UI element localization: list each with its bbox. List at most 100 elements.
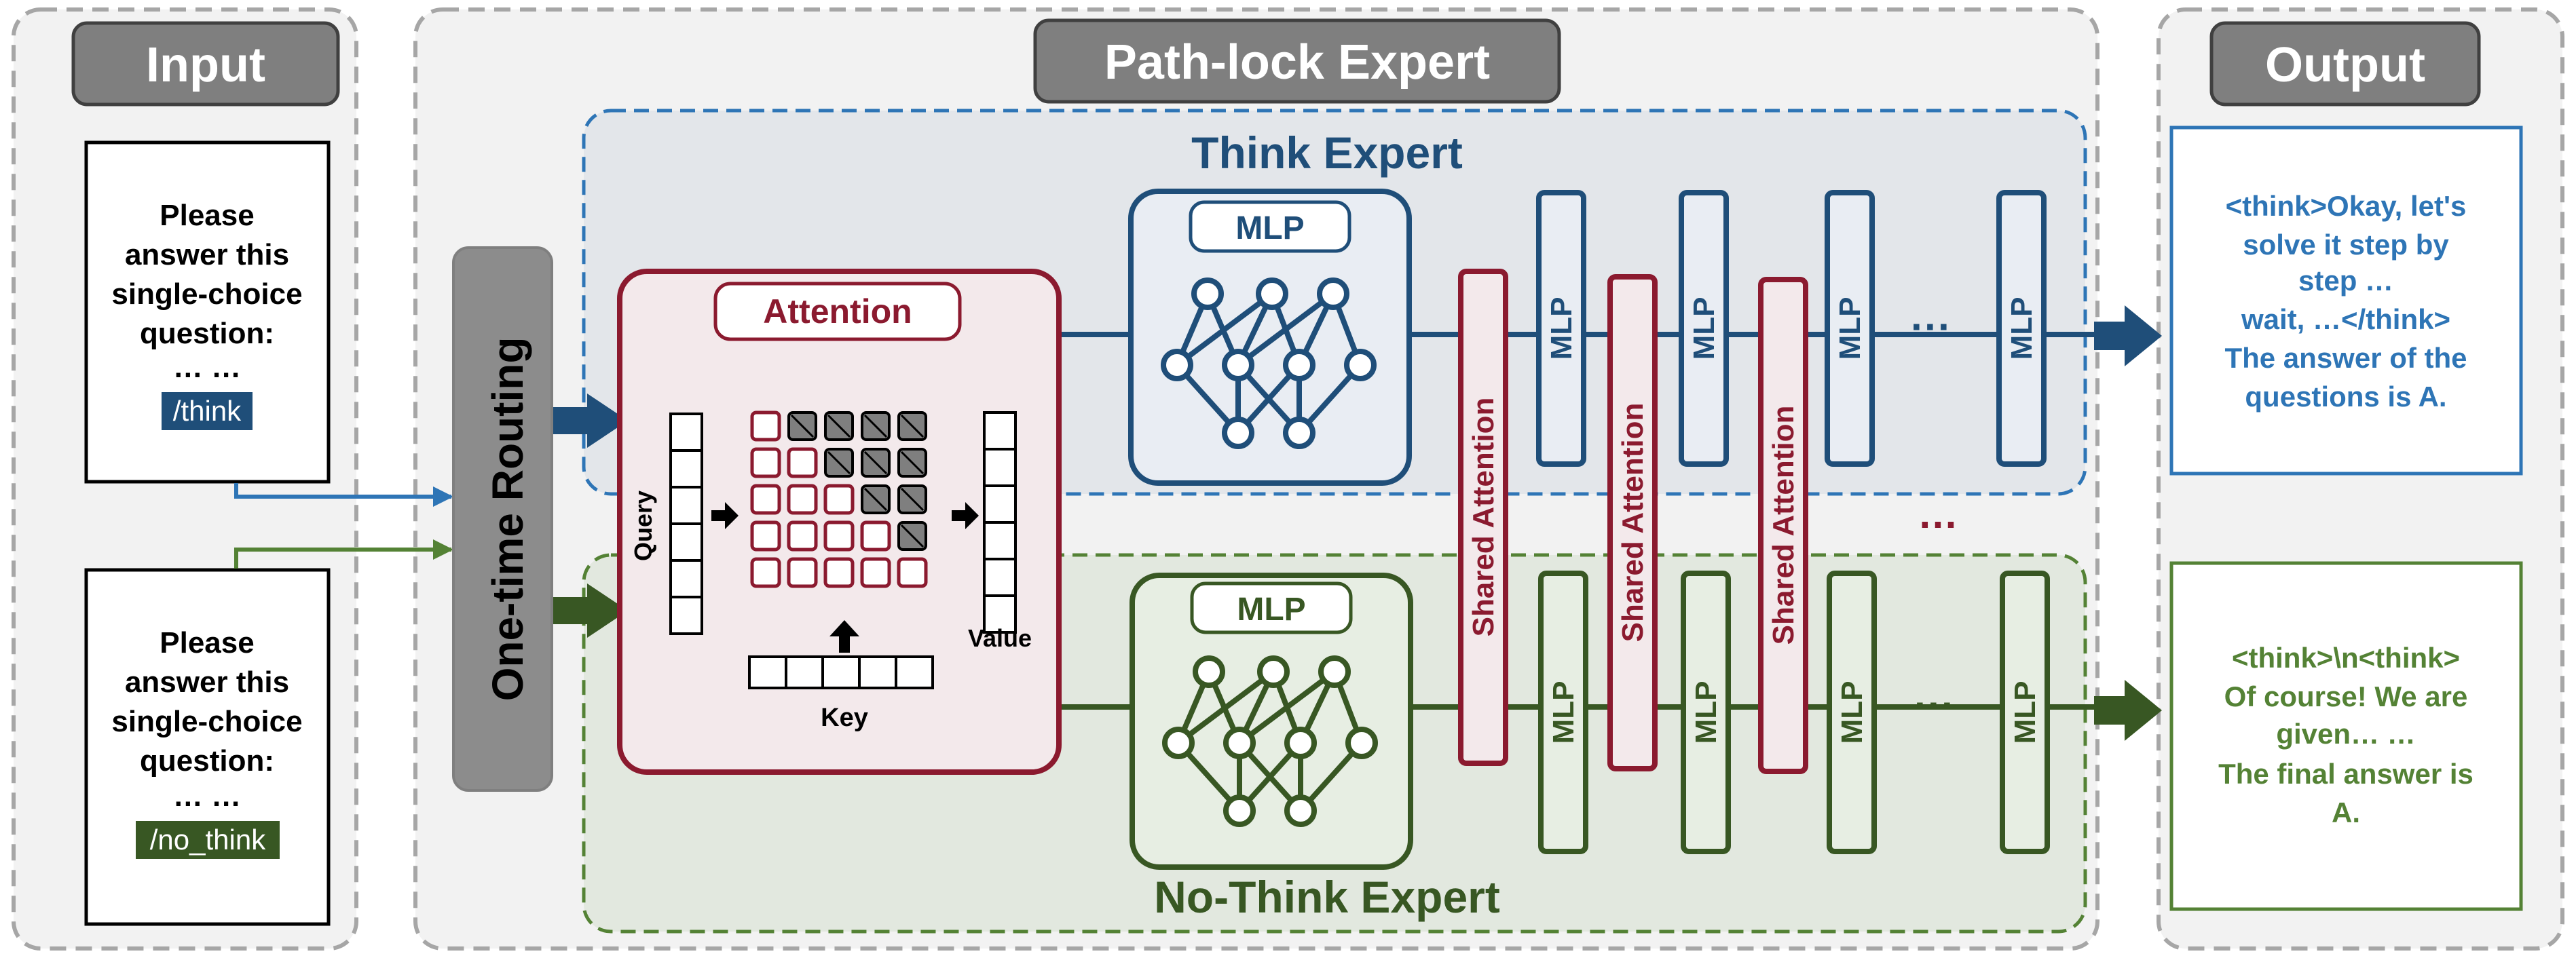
attention-title: Attention: [763, 292, 912, 330]
output-header: Output: [2265, 38, 2425, 92]
think-route-arrow: [234, 483, 453, 507]
expert-header: Path-lock Expert: [1104, 35, 1490, 90]
nothink-route-arrow: [234, 539, 453, 569]
network-node: [1222, 349, 1254, 381]
router-label: One-time Routing: [483, 337, 532, 702]
attention-cell: [860, 520, 891, 552]
mask-hatch: [863, 451, 888, 475]
mask-hatch: [863, 487, 888, 512]
network-node: [1284, 794, 1317, 827]
input-nothink-line: Please: [160, 626, 254, 659]
shared-attention-label: Shared Attention: [1767, 406, 1800, 645]
attention-cell: [787, 484, 818, 515]
attention-cell: [787, 447, 818, 478]
mask-hatch: [827, 451, 851, 475]
nothink-network-icon: [1162, 655, 1378, 827]
network-node: [1161, 349, 1193, 381]
think-mlp-bar: MLP: [1679, 190, 1729, 467]
shared-attention-1: Shared Attention: [1458, 269, 1508, 766]
input-nothink: Please answer this single-choice questio…: [84, 568, 331, 926]
network-node: [1283, 417, 1315, 449]
think-output-line: wait, …</think>: [2241, 303, 2450, 335]
network-node: [1344, 349, 1377, 381]
input-header-box: [71, 21, 340, 107]
network-node: [1222, 417, 1254, 449]
think-ellipsis: ···: [1911, 304, 1952, 349]
think-output-line: solve it step by: [2243, 229, 2449, 261]
think-mlp-bar-label: MLP: [2005, 297, 2038, 360]
network-edge: [1237, 669, 1337, 746]
mask-hatch: [790, 414, 815, 438]
nothink-mlp-title: MLP: [1237, 592, 1305, 628]
network-node: [1162, 727, 1195, 759]
mask-hatch: [900, 487, 925, 512]
attention-matrix: [750, 410, 928, 588]
think-path-arrow: [553, 394, 628, 448]
nothink-mlp-bar-label: MLP: [1690, 681, 1723, 744]
think-mlp-bar-label: MLP: [1833, 297, 1867, 360]
shared-attention-label: Shared Attention: [1616, 403, 1649, 643]
one-time-router: [452, 246, 553, 792]
think-output-line: step …: [2298, 265, 2393, 296]
input-nothink-line: answer this: [125, 666, 289, 699]
attention-cell: [823, 520, 855, 552]
value-vector: [983, 411, 1017, 634]
shared-attention-2: Shared Attention: [1607, 274, 1658, 771]
input-think: Please answer this single-choice questio…: [84, 140, 331, 484]
query-vector: [669, 413, 703, 635]
mask-hatch: [900, 451, 925, 475]
mask-hatch: [863, 414, 888, 438]
attention-cell: [823, 557, 855, 588]
network-node: [1283, 349, 1315, 381]
mask-hatch: [900, 414, 925, 438]
key-arrow: [829, 620, 859, 653]
think-mlp-bar-label: MLP: [1545, 297, 1578, 360]
attention-cell: [750, 557, 781, 588]
nothink-tag-bg: [136, 821, 280, 859]
key-vector: [748, 655, 934, 689]
network-node: [1318, 655, 1351, 688]
nothink-output-line: The final answer is: [2218, 758, 2474, 790]
nothink-mlp-bar: MLP: [1681, 571, 1731, 854]
nothink-output-line: A.: [2332, 797, 2360, 828]
network-edge: [1236, 291, 1335, 368]
input-think-line: single-choice: [111, 277, 302, 311]
output-header-box: [2209, 21, 2481, 107]
network-edge: [1175, 291, 1274, 368]
think-tag-bg: [162, 392, 253, 430]
think-mlp-bar: MLP: [1536, 190, 1586, 467]
attention-cell: [787, 520, 818, 552]
network-node: [1284, 727, 1317, 759]
think-mlp-block: MLP: [1128, 189, 1412, 486]
think-output-line: The answer of the: [2224, 342, 2467, 374]
input-think-line: … …: [173, 351, 241, 384]
between-experts-dots: …: [1918, 491, 1958, 537]
think-output-arrow: [2094, 305, 2162, 366]
network-node: [1345, 727, 1378, 759]
input-nothink-line: question:: [140, 744, 274, 778]
nothink-output-line: Of course! We are: [2224, 681, 2468, 712]
mask-hatch: [827, 414, 851, 438]
mask-hatch: [900, 524, 925, 548]
attention-cell: [750, 410, 781, 442]
network-edge: [1176, 669, 1275, 746]
network-node: [1256, 277, 1288, 310]
attention-cell: [860, 557, 891, 588]
nothink-mlp-bar: MLP: [2000, 571, 2050, 854]
shared-attention-3: Shared Attention: [1758, 277, 1808, 774]
think-network-icon: [1161, 277, 1377, 449]
network-node: [1223, 727, 1256, 759]
nothink-output-line: <think>\n<think>: [2232, 642, 2460, 674]
think-tag: /think: [173, 395, 242, 427]
value-arrow: [952, 502, 979, 529]
attention-cell: [750, 484, 781, 515]
input-think-line: question:: [140, 317, 274, 350]
nothink-mlp-bar: MLP: [1827, 571, 1877, 854]
network-node: [1191, 277, 1224, 310]
nothink-mlp-block: MLP: [1130, 573, 1413, 870]
input-nothink-line: single-choice: [111, 705, 302, 738]
nothink-output-box: <think>\n<think> Of course! We are given…: [2169, 561, 2523, 911]
nothink-ellipsis: ···: [1914, 683, 1955, 728]
nothink-output-arrow: [2094, 680, 2162, 741]
attention-cell: [750, 520, 781, 552]
